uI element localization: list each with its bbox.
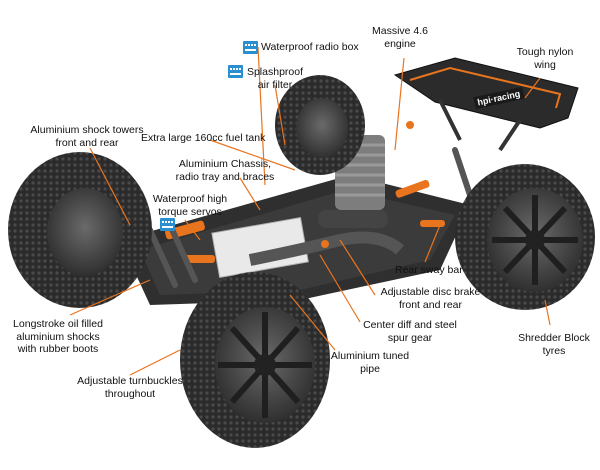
waterproof-icon bbox=[243, 41, 258, 54]
label-engine: Massive 4.6 engine bbox=[371, 25, 429, 50]
label-chassis: Aluminium Chassis, radio tray and braces bbox=[175, 158, 275, 183]
leader-lines bbox=[69, 46, 551, 376]
label-wing: Tough nylon wing bbox=[516, 46, 574, 71]
label-fuel-tank: Extra large 160cc fuel tank bbox=[141, 132, 266, 144]
waterproof-icon bbox=[160, 218, 175, 231]
label-turnbuckles: Adjustable turnbuckles throughout bbox=[77, 375, 183, 400]
splashproof-icon bbox=[228, 65, 243, 78]
wheel-front-right bbox=[180, 272, 330, 448]
label-pipe: Aluminium tuned pipe bbox=[330, 350, 410, 375]
label-disc-brake: Adjustable disc brake front and rear bbox=[380, 286, 481, 311]
label-servos: Waterproof high torque servos bbox=[152, 193, 228, 218]
shocks bbox=[147, 147, 473, 288]
label-air-filter: Splashproof air filter bbox=[246, 66, 304, 91]
label-center-diff: Center diff and steel spur gear bbox=[363, 319, 457, 344]
wheel-rear-left bbox=[275, 75, 365, 175]
label-oil-shocks: Longstroke oil filled aluminium shocks w… bbox=[13, 318, 103, 355]
wheel-rear-right bbox=[455, 164, 595, 310]
label-radio-box: Waterproof radio box bbox=[261, 41, 359, 53]
label-tyres: Shredder Block tyres bbox=[518, 332, 590, 357]
rear-wing bbox=[393, 57, 579, 152]
label-shock-towers: Aluminium shock towers front and rear bbox=[30, 124, 144, 149]
wheel-front-left bbox=[8, 152, 152, 308]
label-sway-bar: Rear sway bar bbox=[395, 264, 463, 276]
